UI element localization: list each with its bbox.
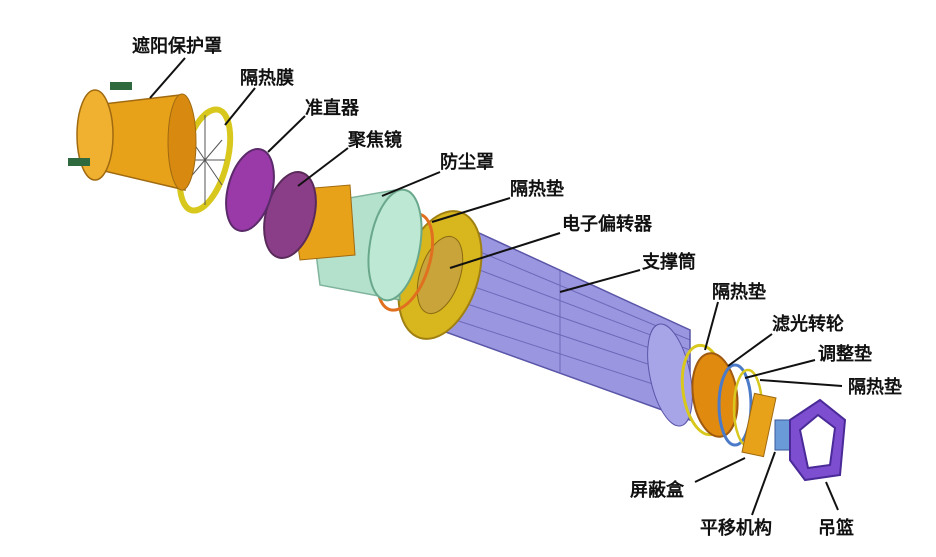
label-thermal-pad-3: 隔热垫 <box>848 376 902 398</box>
basket-shape <box>789 398 847 482</box>
sunshade-shape <box>68 82 197 191</box>
label-thermal-film: 隔热膜 <box>240 67 294 89</box>
shield-box-shape <box>741 392 777 458</box>
label-translation-mechanism: 平移机构 <box>700 517 772 539</box>
collimator-shape <box>225 148 275 232</box>
label-electron-deflector: 电子偏转器 <box>562 213 653 235</box>
label-sunshade: 遮阳保护罩 <box>132 35 222 57</box>
label-dust-cover: 防尘罩 <box>440 151 494 173</box>
label-basket: 吊篮 <box>818 517 854 539</box>
support-tube-shape <box>439 213 693 427</box>
label-focusing-mirror: 聚焦镜 <box>347 129 402 151</box>
label-thermal-pad-1: 隔热垫 <box>510 178 564 200</box>
label-shield-box: 屏蔽盒 <box>630 479 685 501</box>
label-collimator: 准直器 <box>305 97 360 119</box>
adjust-pad-ring <box>717 363 753 447</box>
focusing-mirror-shape <box>263 171 356 261</box>
label-support-tube: 支撑筒 <box>641 251 696 273</box>
label-adjust-pad: 调整垫 <box>818 343 872 365</box>
label-thermal-pad-2: 隔热垫 <box>712 281 766 303</box>
leader-lines <box>149 57 843 516</box>
label-filter-wheel: 滤光转轮 <box>772 313 844 335</box>
